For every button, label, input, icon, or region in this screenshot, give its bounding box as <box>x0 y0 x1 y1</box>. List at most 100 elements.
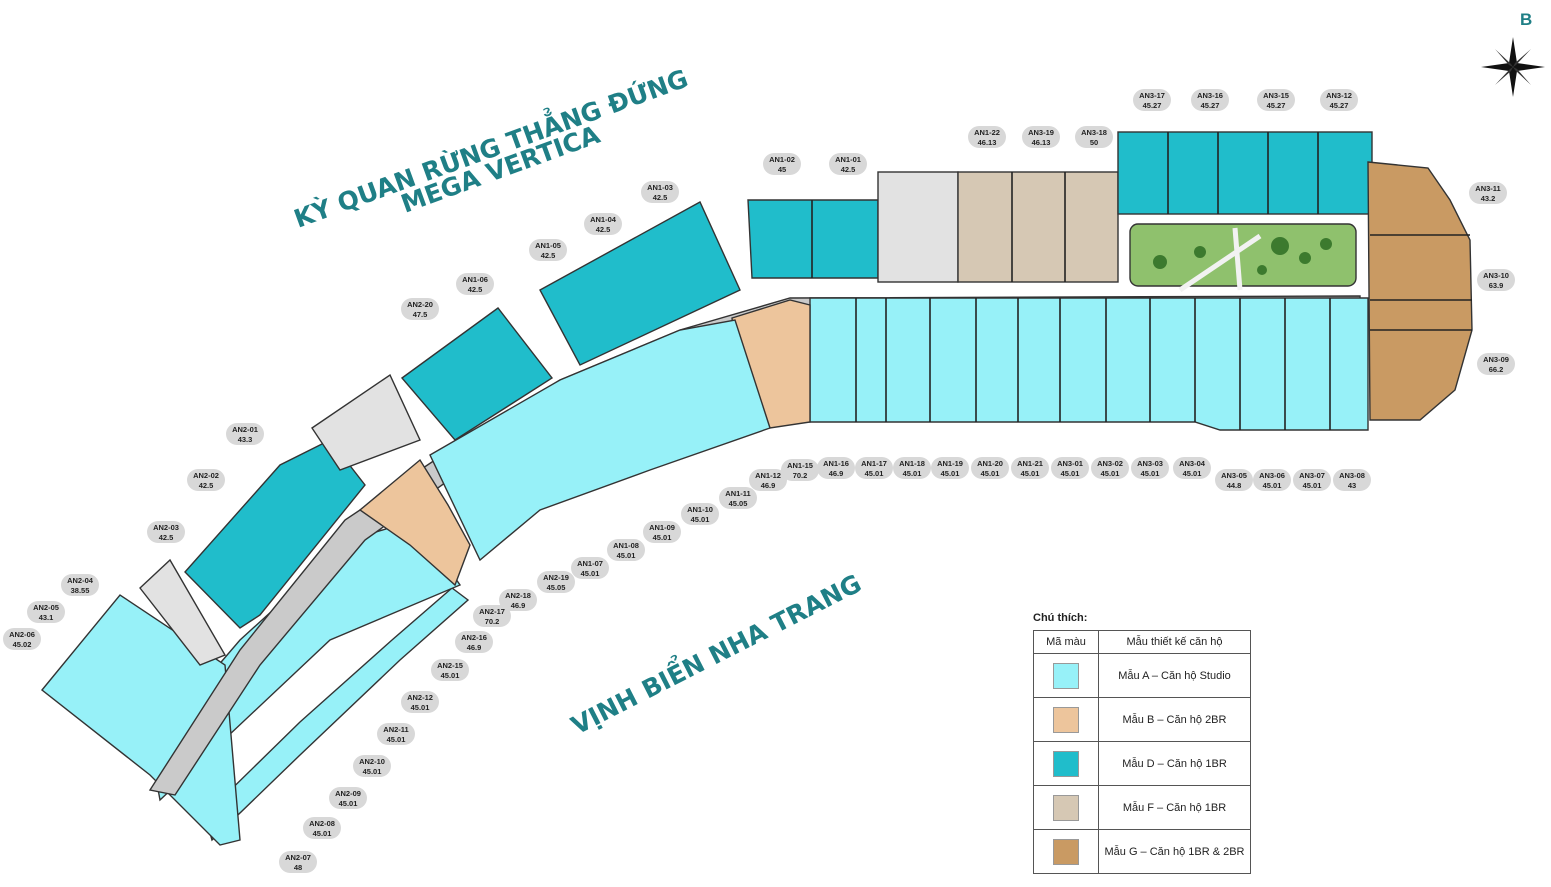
unit-area: 45.05 <box>729 499 748 508</box>
unit-code: AN3-04 <box>1179 459 1206 468</box>
unit-badge-bg <box>401 298 439 320</box>
legend-swatch <box>1053 794 1079 821</box>
garden <box>1129 223 1357 287</box>
wing-type-f <box>957 171 1119 283</box>
unit-badges: AN1-0342.5AN1-0442.5AN1-0542.5AN1-0642.5… <box>3 89 1515 873</box>
unit-code: AN1-05 <box>535 241 561 250</box>
wing-central-studio <box>429 319 771 562</box>
building-footprint <box>41 131 1473 846</box>
legend-col-color: Mã màu <box>1033 630 1099 654</box>
unit-code: AN3-08 <box>1339 471 1365 480</box>
unit-badge-bg <box>303 817 341 839</box>
unit-area: 45.01 <box>617 551 636 560</box>
unit-area: 45.01 <box>1061 469 1080 478</box>
unit-badge-bg <box>377 723 415 745</box>
unit-badge-bg <box>571 557 609 579</box>
legend-table: Mã màu Mẫu thiết kế căn hộ Mẫu A – Căn h… <box>1033 630 1251 874</box>
unit-area: 45.01 <box>1141 469 1160 478</box>
unit-area: 45.01 <box>903 469 922 478</box>
unit-area: 45.01 <box>363 767 382 776</box>
unit-badge-bg <box>749 469 787 491</box>
title-south: VỊNH BIỂN NHA TRANG <box>564 564 866 740</box>
unit-code: AN3-19 <box>1028 128 1054 137</box>
unit-area: 42.5 <box>541 251 556 260</box>
unit-area: 46.9 <box>511 601 526 610</box>
wing-an1-03-06 <box>539 201 741 366</box>
wing-nw-teal <box>184 439 366 629</box>
unit-code: AN1-10 <box>687 505 713 514</box>
unit-area: 42.5 <box>159 533 174 542</box>
unit-code: AN1-18 <box>899 459 925 468</box>
garden-details <box>1153 227 1332 293</box>
unit-code: AN3-02 <box>1097 459 1123 468</box>
legend: Chú thích: Mã màu Mẫu thiết kế căn hộ Mẫ… <box>1033 612 1251 874</box>
unit-code: AN2-09 <box>335 789 361 798</box>
unit-area: 70.2 <box>793 471 808 480</box>
legend-label: Mẫu A – Căn hộ Studio <box>1098 653 1251 698</box>
unit-area: 45.05 <box>547 583 566 592</box>
wing-an1-01-02 <box>747 199 879 279</box>
unit-code: AN3-16 <box>1197 91 1223 100</box>
wing-east-type-g <box>1367 161 1473 421</box>
unit-code: AN1-09 <box>649 523 675 532</box>
unit-badge-bg <box>1257 89 1295 111</box>
unit-badge-bg <box>893 457 931 479</box>
unit-area: 45.01 <box>865 469 884 478</box>
